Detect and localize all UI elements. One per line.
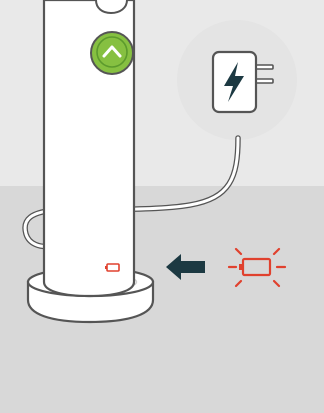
plug-prong-bottom — [255, 79, 273, 83]
toothbrush-handle — [44, 0, 134, 296]
handle-battery-cap — [105, 266, 107, 269]
power-button-inner — [97, 37, 127, 67]
plug-prong-top — [255, 65, 273, 69]
power-button-icon — [91, 32, 133, 74]
battery-cap — [239, 264, 243, 270]
